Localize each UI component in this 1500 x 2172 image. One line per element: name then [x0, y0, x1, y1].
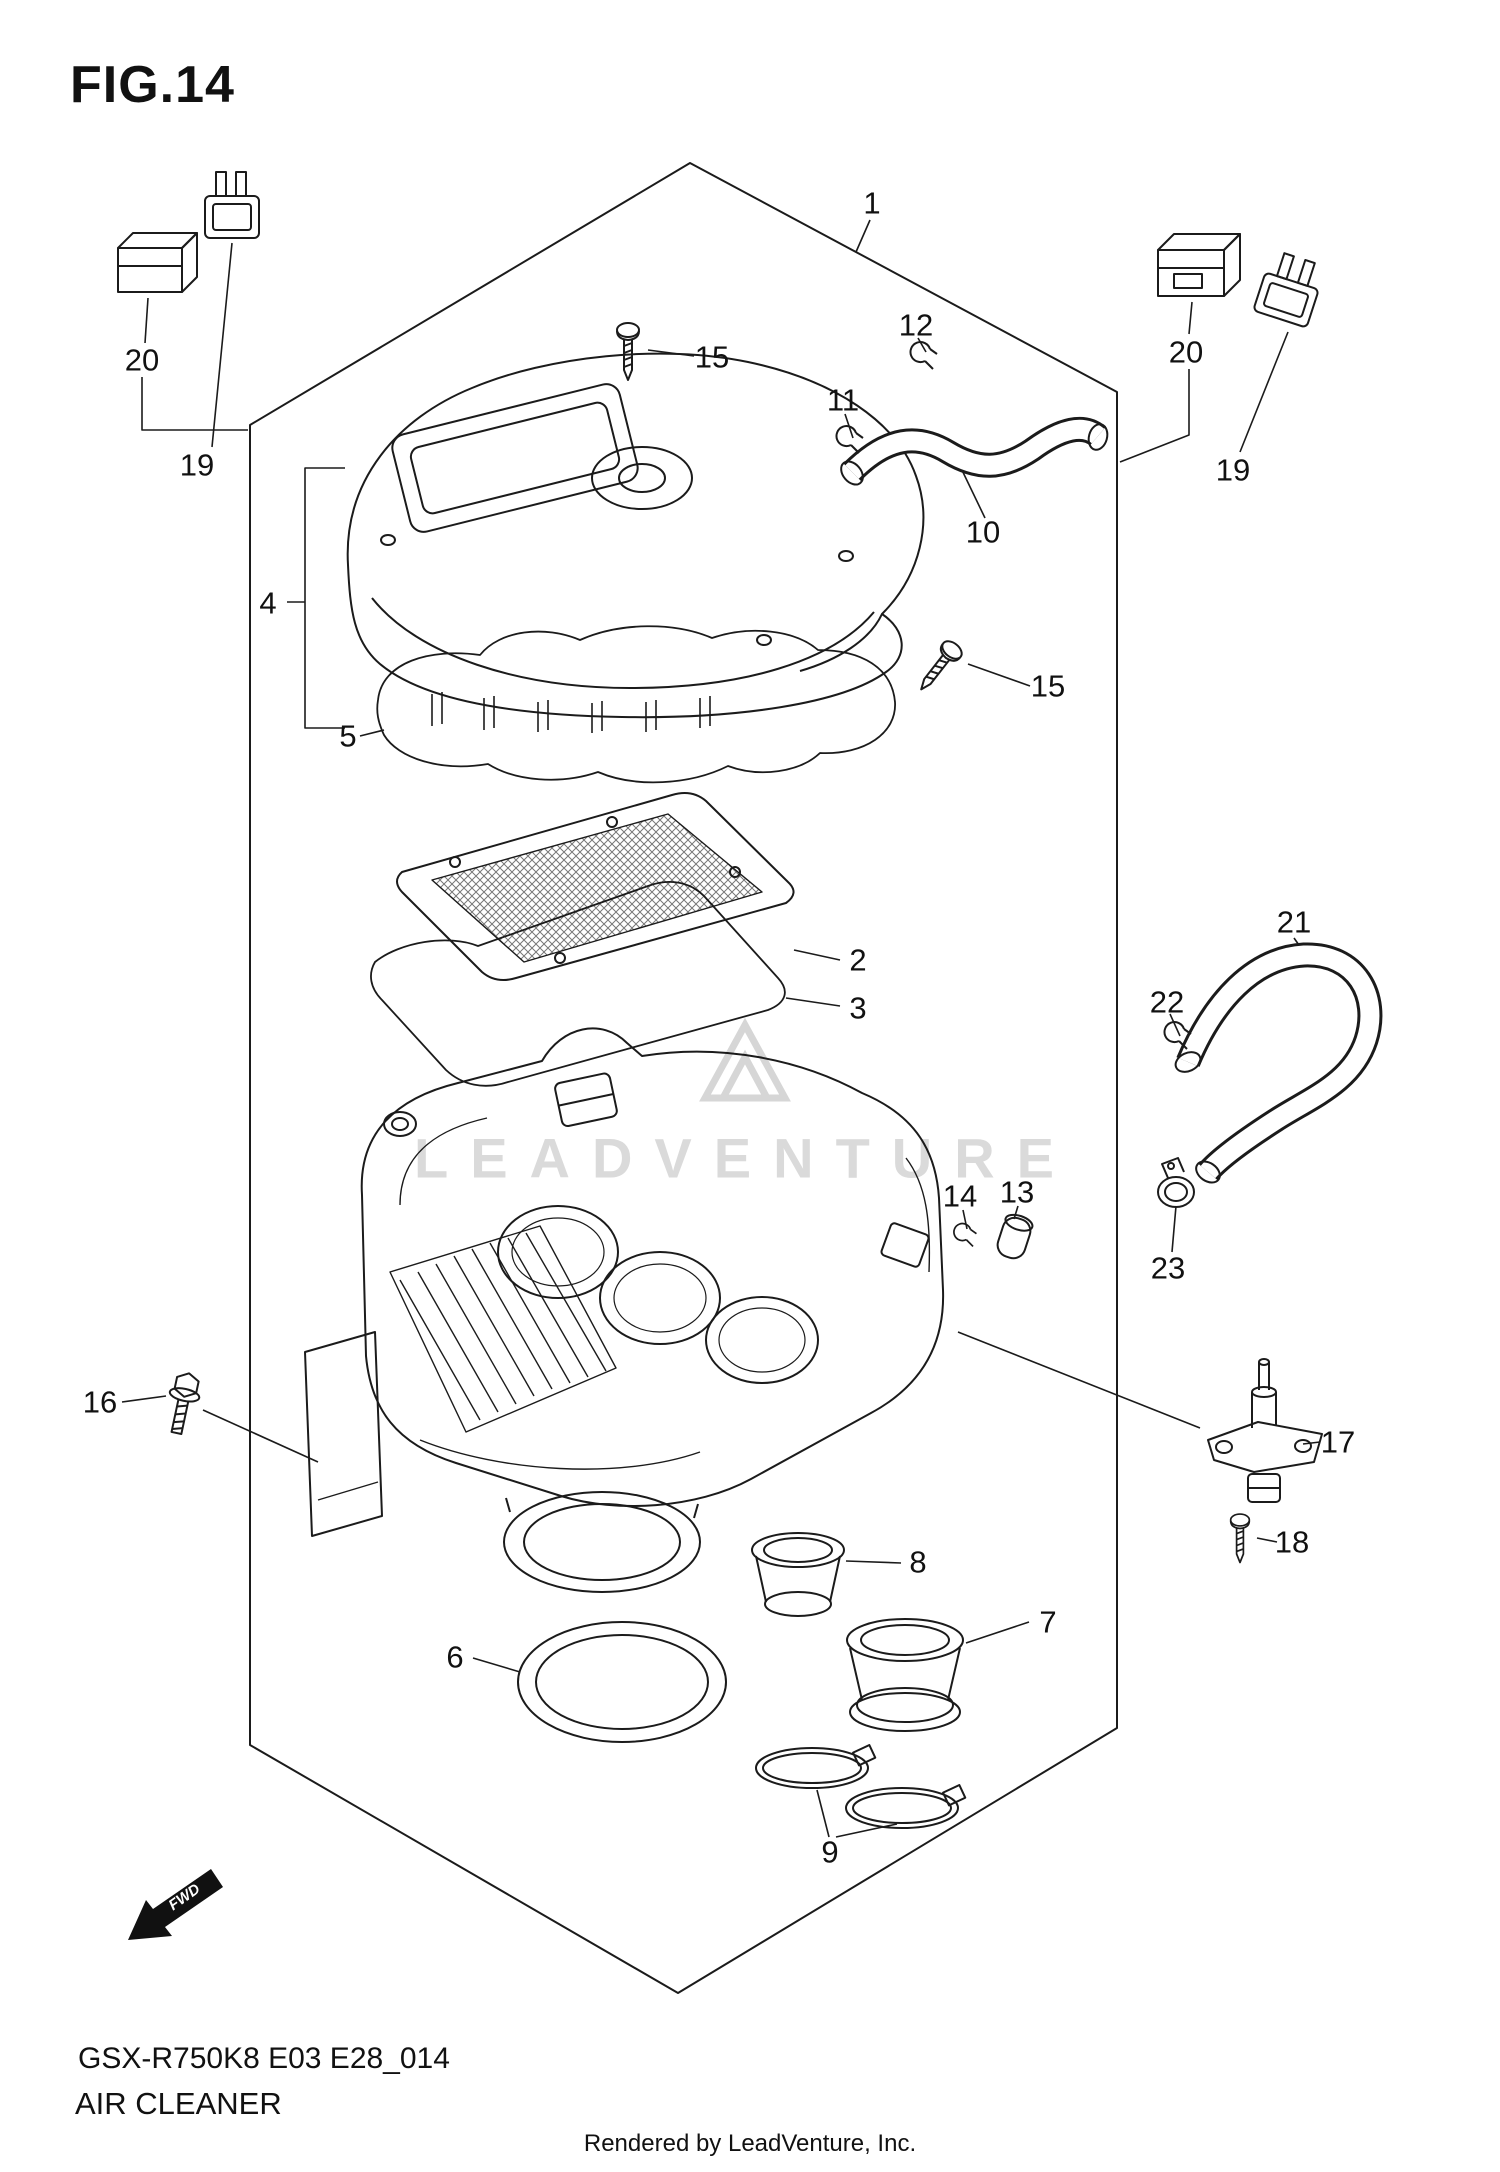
- relay-box-left: [117, 232, 198, 293]
- callout-1: 1: [863, 185, 881, 221]
- callout-20-left: 20: [124, 342, 160, 378]
- assembly-boundary-box: [249, 162, 1118, 1994]
- callout-2: 2: [849, 942, 867, 978]
- filter-element: [396, 792, 795, 981]
- intake-funnel-small: [751, 1532, 845, 1617]
- callout-14: 14: [942, 1178, 978, 1214]
- watermark-logo-icon: [699, 1017, 791, 1102]
- footer-credit: Rendered by LeadVenture, Inc.: [583, 2130, 917, 2157]
- cover-screw-top: [616, 322, 640, 381]
- callout-13: 13: [999, 1174, 1035, 1210]
- callout-20-right: 20: [1168, 334, 1204, 370]
- callout-10: 10: [965, 514, 1001, 550]
- connector-left: [204, 171, 260, 239]
- callout-21: 21: [1276, 904, 1312, 940]
- case-bolt-16: [168, 1372, 201, 1436]
- drain-hose: [1174, 942, 1383, 1184]
- air-cleaner-cover: [346, 352, 925, 733]
- relay-box-right: [1157, 233, 1241, 297]
- callout-7: 7: [1039, 1604, 1057, 1640]
- callout-6: 6: [446, 1639, 464, 1675]
- connector-right: [1253, 252, 1319, 328]
- cover-gasket: [376, 625, 896, 784]
- footer-model-code: GSX-R750K8 E03 E28_014: [78, 2042, 450, 2075]
- hose-clamp-bands: [755, 1744, 967, 1829]
- callout-5: 5: [339, 718, 357, 754]
- callout-16: 16: [82, 1384, 118, 1420]
- footer-part-title: AIR CLEANER: [75, 2086, 282, 2121]
- wire-clamp-23: [1157, 1157, 1195, 1208]
- callout-17: 17: [1320, 1424, 1356, 1460]
- callout-3: 3: [849, 990, 867, 1026]
- cover-screw-right: [911, 636, 966, 698]
- breather-hose: [840, 416, 1109, 486]
- sensor-cap-13: [996, 1213, 1034, 1260]
- callout-4: 4: [259, 585, 277, 621]
- callout-18: 18: [1274, 1524, 1310, 1560]
- figure-title: FIG.14: [70, 56, 235, 114]
- air-cleaner-case: [304, 1027, 945, 1593]
- callout-15a: 15: [694, 339, 730, 375]
- sensor-screw-18: [1229, 1513, 1251, 1564]
- watermark-text: LEADVENTURE: [413, 1126, 1077, 1190]
- case-seal-ring: [517, 1621, 727, 1743]
- fwd-arrow: FWD: [128, 1869, 223, 1940]
- callout-19-right: 19: [1215, 452, 1251, 488]
- callout-19-left: 19: [179, 447, 215, 483]
- callout-leader-lines: [121, 219, 1321, 1838]
- intake-funnel-large: [846, 1618, 964, 1732]
- callout-8: 8: [909, 1544, 927, 1580]
- callout-11: 11: [826, 382, 860, 418]
- callout-22: 22: [1149, 984, 1185, 1020]
- callout-23: 23: [1150, 1250, 1186, 1286]
- callout-15b: 15: [1030, 668, 1066, 704]
- hose-clip-12: [909, 341, 938, 370]
- callout-9: 9: [821, 1834, 839, 1870]
- clip-14: [953, 1222, 978, 1248]
- drain-sensor-17: [1207, 1358, 1323, 1503]
- filter-seal: [370, 881, 786, 1087]
- callout-12: 12: [898, 307, 934, 343]
